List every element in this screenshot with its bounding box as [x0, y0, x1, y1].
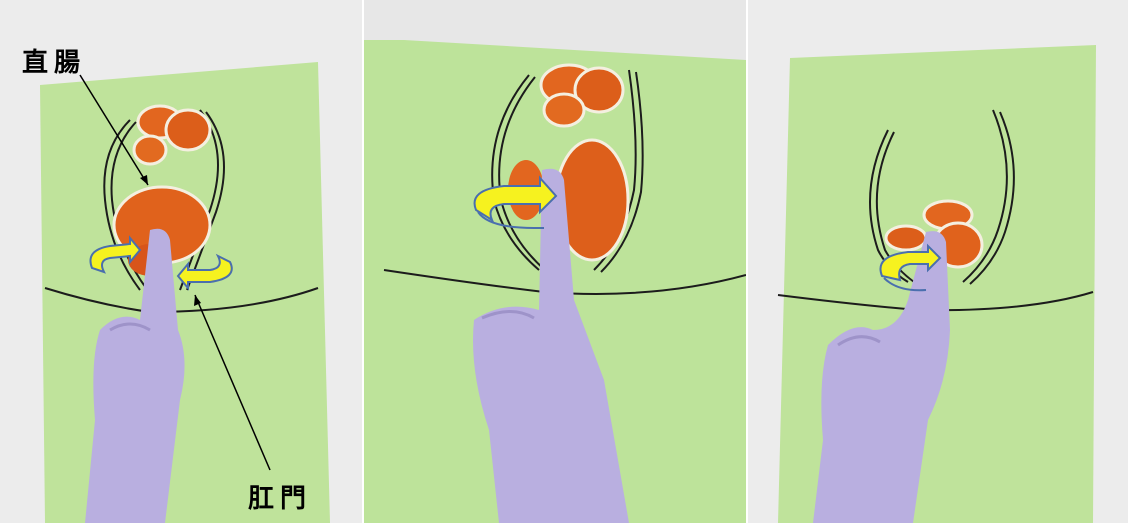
panel-1: 直腸 肛門 — [0, 0, 362, 523]
anus-label: 肛門 — [248, 478, 312, 515]
rectum-label: 直腸 — [22, 42, 86, 79]
panel-3-photo — [748, 0, 1128, 523]
panel-2-photo — [364, 0, 746, 523]
panel-2 — [364, 0, 746, 523]
panel-3 — [748, 0, 1128, 523]
